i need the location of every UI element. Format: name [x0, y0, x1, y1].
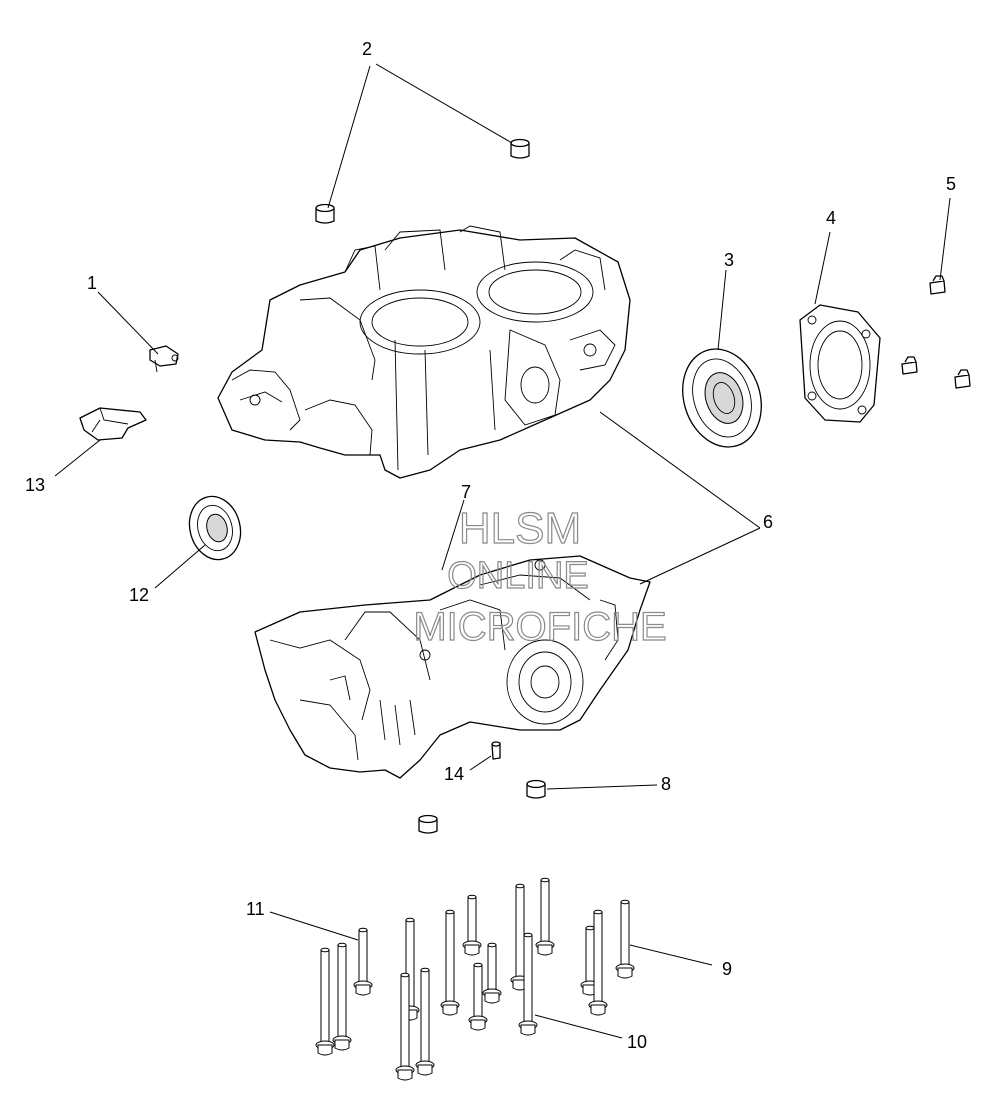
bolt-group: [315, 877, 635, 1081]
watermark: HLSM ONLINE MICROFICHE: [413, 503, 668, 649]
part-2-dowel-b[interactable]: [315, 203, 335, 224]
bolt[interactable]: [440, 909, 460, 1016]
callout-2: 2: [362, 39, 372, 59]
lower-crankcase[interactable]: [254, 555, 651, 779]
watermark-line-3: MICROFICHE: [413, 605, 666, 649]
callout-9: 9: [722, 959, 732, 979]
callout-1: 1: [87, 273, 97, 293]
callout-13: 13: [25, 475, 45, 495]
part-5-screw-c[interactable]: [954, 369, 971, 389]
part-4-cover-plate[interactable]: [799, 304, 881, 423]
part-2-dowel-a[interactable]: [510, 138, 530, 159]
callout-10: 10: [627, 1032, 647, 1052]
bolt[interactable]: [353, 927, 373, 996]
part-5-screw-b[interactable]: [901, 356, 918, 375]
part-5-screw-a[interactable]: [929, 275, 946, 295]
callout-11: 11: [246, 899, 265, 919]
bolt[interactable]: [535, 877, 555, 956]
bolt[interactable]: [395, 972, 415, 1081]
bolt[interactable]: [615, 899, 635, 979]
watermark-line-2: ONLINE: [447, 555, 588, 597]
bolt[interactable]: [588, 909, 608, 1016]
bolt[interactable]: [482, 942, 502, 1004]
callout-7: 7: [461, 482, 471, 502]
callout-4: 4: [826, 208, 836, 228]
part-14-screw[interactable]: [491, 741, 501, 760]
bolt[interactable]: [462, 894, 482, 956]
callout-5: 5: [946, 174, 956, 194]
watermark-line-1: HLSM: [459, 504, 581, 553]
part-8-dowel-a[interactable]: [526, 779, 546, 799]
leader-lines: [54, 63, 951, 1039]
part-8-dowel-b[interactable]: [418, 814, 438, 834]
bolt[interactable]: [415, 967, 435, 1076]
callout-14: 14: [444, 764, 464, 784]
part-1-fitting[interactable]: [149, 345, 179, 373]
callout-3: 3: [724, 250, 734, 270]
part-13-sensor[interactable]: [79, 407, 147, 441]
callout-12: 12: [129, 585, 149, 605]
bolt[interactable]: [518, 932, 538, 1036]
bolt[interactable]: [315, 947, 335, 1056]
callout-6: 6: [763, 512, 773, 532]
callout-8: 8: [661, 774, 671, 794]
part-3-seal[interactable]: [670, 339, 773, 458]
bolt[interactable]: [468, 962, 488, 1031]
bolt[interactable]: [332, 942, 352, 1051]
upper-crankcase[interactable]: [217, 225, 631, 479]
callout-labels: 1 2 3 4 5 6 7 8 9 10 11 12 13 14: [25, 39, 956, 1052]
part-12-seal[interactable]: [183, 491, 248, 566]
